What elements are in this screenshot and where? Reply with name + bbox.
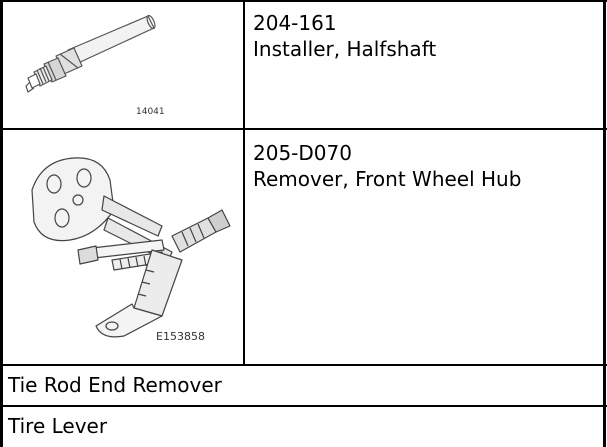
figure-label: 14041 bbox=[136, 107, 165, 117]
table-left-border bbox=[0, 0, 3, 447]
tool-code: 205-D070 bbox=[253, 141, 352, 165]
figure-label: E153858 bbox=[156, 330, 205, 343]
tool-code: 204-161 bbox=[253, 11, 337, 35]
wheel-hub-remover-illustration bbox=[12, 140, 238, 354]
halfshaft-installer-illustration bbox=[8, 6, 238, 124]
tool-row-label: Tire Lever bbox=[8, 414, 108, 438]
row-divider bbox=[0, 128, 607, 130]
tool-name: Remover, Front Wheel Hub bbox=[253, 167, 522, 191]
table-right-border bbox=[603, 0, 606, 447]
tool-row-label: Tie Rod End Remover bbox=[8, 373, 222, 397]
row-divider bbox=[0, 364, 607, 366]
column-divider bbox=[243, 0, 245, 366]
tool-name: Installer, Halfshaft bbox=[253, 37, 437, 61]
row-divider bbox=[0, 405, 607, 407]
table-top-border bbox=[0, 0, 607, 2]
